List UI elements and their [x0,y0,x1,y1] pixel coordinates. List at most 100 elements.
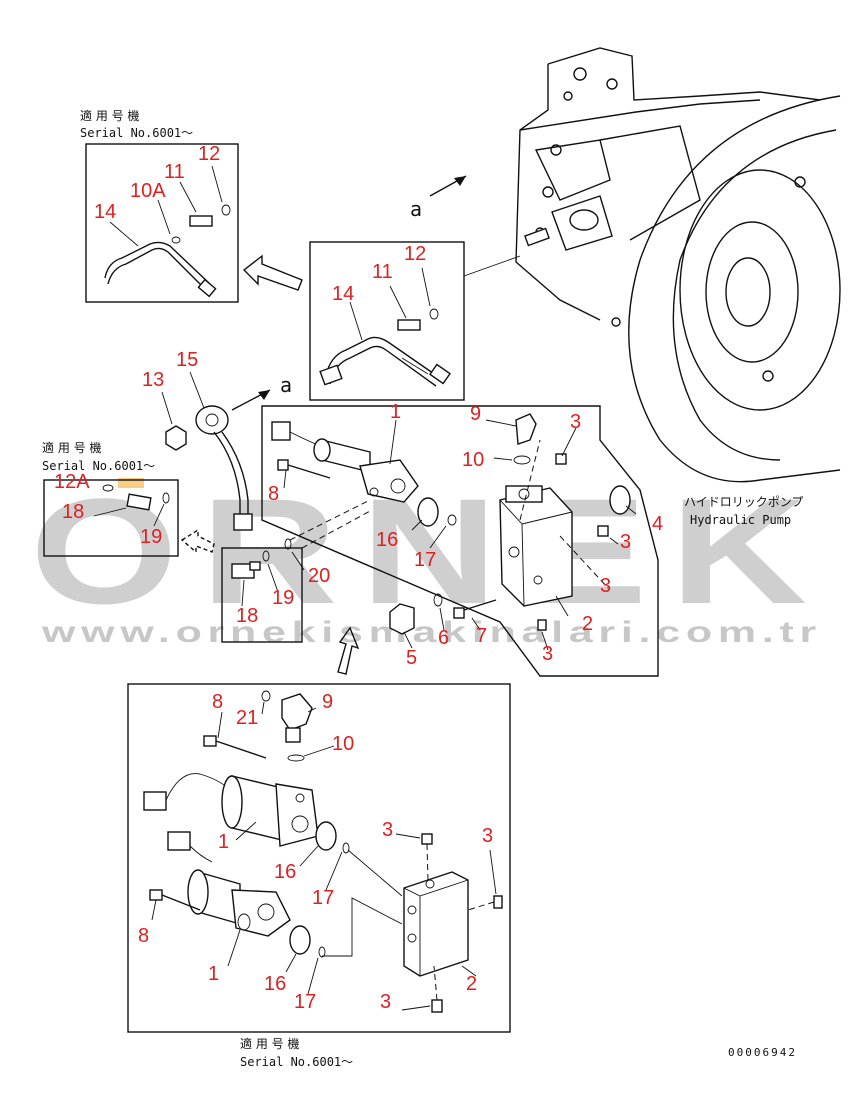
callout-4: 4 [652,513,663,535]
callout-14: 14 [332,283,354,305]
bottom-frame [127,683,511,1033]
callout-3: 3 [600,575,611,597]
pipe-14-outer [329,345,437,387]
pump-housing-inner [705,221,799,363]
pipe-end-connector [319,364,343,386]
plug-3-bottom [431,999,443,1013]
callout-18: 18 [236,605,258,627]
callout-5: 5 [406,647,417,669]
bolt-8-upper [215,740,267,759]
inset-elbow-18: 20 18 19 [221,538,330,643]
oring-12a [102,484,114,492]
pump-label-english: Hydraulic Pump [690,513,791,527]
elbow-9-port [285,727,301,743]
pipe-line-upper [347,849,403,897]
callout-17: 17 [294,991,316,1013]
watermark-accent-mark [118,478,144,488]
pipe-nut [429,363,451,385]
pump-shaft-bore [725,257,771,327]
oring-12 [429,308,439,320]
callout-13: 13 [142,369,164,391]
pump-housing-arc-mid [672,129,837,461]
applicable-label: 適 用 号 機 [42,440,101,455]
pump-housing-face [679,169,841,411]
hydraulic-pump: ハイドロリックポンプ Hydraulic Pump [515,47,841,527]
callout-16: 16 [264,973,286,995]
pump-flange [534,139,611,201]
pointer-arrow-left [242,254,303,291]
callout-16: 16 [274,861,296,883]
callout-14: 14 [94,201,116,223]
pointer-arrow-dashed [180,528,215,554]
plug-3-top [421,833,433,845]
serial-note-bottom: 適 用 号 機 Serial No.6001～ [240,1036,353,1069]
callout-3: 3 [382,819,393,841]
callout-16: 16 [376,529,398,551]
bottom-assembly-detail: 8 21 9 10 1 16 3 3 17 8 1 16 17 2 3 [127,683,511,1033]
pipe-14-small [104,241,211,285]
watermark: ORNEK www.ornekismakinalari.com.tr [30,467,818,649]
serial-text: Serial No.6001～ [80,126,193,140]
elbow-18 [231,563,255,579]
callout-3: 3 [380,991,391,1013]
pump-bolt-hole [573,67,587,81]
pointer-arrow-down [337,626,360,675]
serial-text: Serial No.6001～ [240,1055,353,1069]
pump-fitting [524,227,550,247]
oring-19-small [162,492,170,504]
pipe-14-small-outer [107,247,207,291]
callout-18: 18 [62,501,84,523]
pump-body [599,125,701,241]
inset-frame [43,479,179,557]
elbow-9 [515,413,537,445]
oring-19 [262,550,270,562]
callout-17: 17 [312,887,334,909]
oring-6 [433,593,443,607]
pipe-14 [325,336,441,379]
inset-pipe-assembly: 12 11 14 [309,241,465,401]
oring-20 [284,538,292,550]
solenoid-coil-lower-end [187,869,209,915]
solenoid-valve-lower [231,889,291,937]
fitting-15 [195,405,229,435]
oring-16 [417,497,439,527]
plug-3 [597,525,609,537]
callout-10: 10 [462,449,484,471]
connector-upper [143,791,167,811]
pump-bolt [762,370,774,382]
plug-3-bottom [537,619,547,631]
oring-16-upper [315,821,337,851]
callout-3: 3 [542,643,553,665]
pump-upper-edge [519,99,761,131]
applicable-label: 適 用 号 機 [240,1036,299,1051]
pipe-15-nut [233,513,253,531]
valve-block-2 [403,871,469,977]
view-a-arrow-mid: a [231,373,292,411]
pump-bolt-hole [606,78,618,90]
inset-frame [221,547,303,643]
pump-bolt [611,317,621,327]
callout-8: 8 [138,925,149,947]
pump-port [550,144,562,156]
pipe-15 [213,431,241,518]
callout-19: 19 [272,587,294,609]
callout-3: 3 [482,825,493,847]
pump-top-outline [547,47,821,101]
plug-3-right [493,895,503,909]
wire-lower [189,845,213,863]
drawing-number: 00006942 [728,1046,797,1059]
callout-6: 6 [438,627,449,649]
callout-17: 17 [414,549,436,571]
callout-9: 9 [470,403,481,425]
callout-2: 2 [582,613,593,635]
elbow-18-small [126,493,152,511]
bolt-8-head [203,735,217,747]
callout-10a: 10A [130,180,166,202]
pump-base-edge [759,469,841,481]
pump-housing-arc-outer [628,95,841,483]
bolt-8-lower [161,894,201,911]
connector [271,421,291,441]
oring-16-lower [289,925,311,955]
callout-11: 11 [164,161,185,183]
callout-1: 1 [208,963,219,985]
